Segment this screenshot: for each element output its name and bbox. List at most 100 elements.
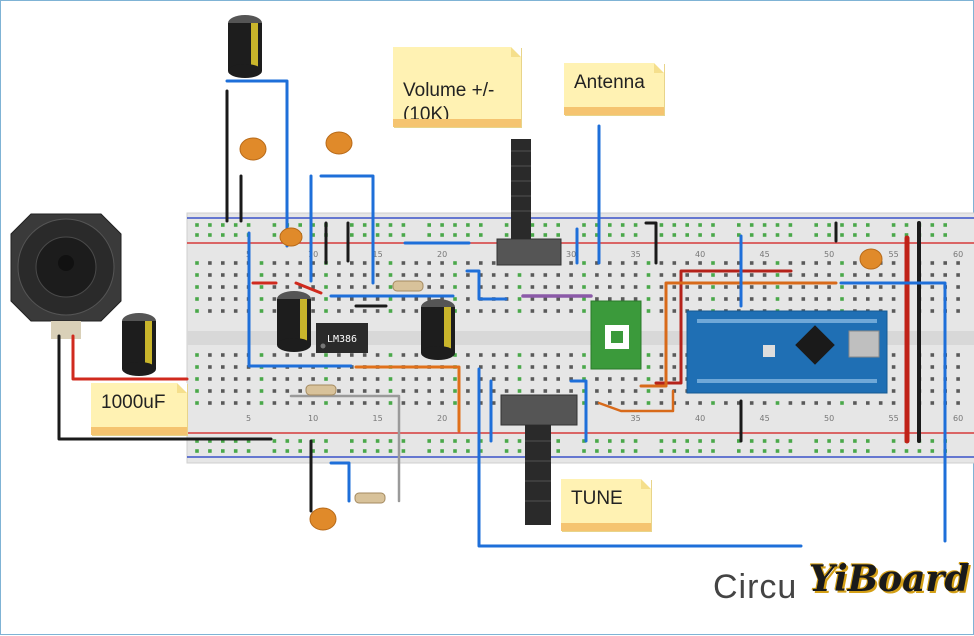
rail-hole xyxy=(208,223,212,227)
breadboard-hole xyxy=(466,401,470,405)
rail-hole xyxy=(866,449,870,453)
breadboard-hole xyxy=(479,377,483,381)
breadboard-hole xyxy=(595,401,599,405)
rail-hole xyxy=(672,233,677,237)
rail-hole xyxy=(827,233,831,237)
column-number: 35 xyxy=(631,414,641,423)
breadboard-hole xyxy=(840,261,844,265)
breadboard-hole xyxy=(762,297,767,301)
breadboard-hole xyxy=(866,401,870,405)
rail-hole xyxy=(904,233,909,237)
breadboard-hole xyxy=(530,389,535,393)
rail-hole xyxy=(362,233,367,237)
rail-hole xyxy=(853,449,857,453)
breadboard-hole xyxy=(401,353,406,357)
rail-hole xyxy=(272,233,277,237)
breadboard-hole xyxy=(311,377,315,381)
breadboard-hole xyxy=(414,401,419,405)
ceramic-capacitors xyxy=(239,131,883,531)
rail-hole xyxy=(427,233,431,237)
rail-hole xyxy=(479,233,483,237)
breadboard-hole xyxy=(233,297,238,301)
breadboard-hole xyxy=(543,297,548,301)
rail-hole xyxy=(556,449,560,453)
breadboard-hole xyxy=(556,353,560,357)
breadboard-hole xyxy=(633,389,638,393)
breadboard-hole xyxy=(233,261,238,265)
rail-hole xyxy=(440,439,444,443)
rail-hole xyxy=(698,439,702,443)
resistors xyxy=(305,280,424,504)
breadboard-hole xyxy=(517,273,522,277)
breadboard-hole xyxy=(427,285,431,289)
breadboard-hole xyxy=(569,389,573,393)
breadboard-hole xyxy=(530,285,535,289)
breadboard-hole xyxy=(595,389,599,393)
rail-hole xyxy=(582,449,586,453)
breadboard-hole xyxy=(246,389,251,393)
breadboard-hole xyxy=(956,297,960,301)
breadboard-hole xyxy=(208,273,212,277)
breadboard-hole xyxy=(659,309,664,313)
breadboard-hole xyxy=(221,297,225,301)
breadboard-hole xyxy=(440,285,444,289)
breadboard-hole xyxy=(362,273,367,277)
breadboard-hole xyxy=(350,261,354,265)
rail-hole xyxy=(543,233,548,237)
breadboard-hole xyxy=(569,309,573,313)
breadboard-hole xyxy=(608,377,612,381)
breadboard-hole xyxy=(569,285,573,289)
column-number: 20 xyxy=(437,414,447,423)
breadboard-hole xyxy=(762,273,767,277)
breadboard-hole xyxy=(285,353,290,357)
rail-hole xyxy=(930,233,935,237)
breadboard-hole xyxy=(401,273,406,277)
breadboard-hole xyxy=(659,389,664,393)
breadboard-hole xyxy=(298,401,302,405)
breadboard-hole xyxy=(479,365,483,369)
breadboard-hole xyxy=(711,261,715,265)
rail-hole xyxy=(556,233,560,237)
rail-hole xyxy=(453,449,457,453)
breadboard-holes xyxy=(195,223,960,453)
breadboard-hole xyxy=(259,309,264,313)
breadboard-hole xyxy=(672,377,677,381)
rail-hole xyxy=(840,223,844,227)
breadboard-hole xyxy=(672,273,677,277)
rail-hole xyxy=(904,449,909,453)
rail-hole xyxy=(672,449,677,453)
breadboard-hole xyxy=(324,401,328,405)
volume-potentiometer xyxy=(496,139,562,266)
breadboard-hole xyxy=(659,285,664,289)
electrolytic-capacitor-mid xyxy=(277,291,311,352)
breadboard-hole xyxy=(440,377,444,381)
breadboard-hole xyxy=(259,401,264,405)
rail-hole xyxy=(208,449,212,453)
breadboard-hole xyxy=(504,353,509,357)
rail-hole xyxy=(711,449,715,453)
breadboard-hole xyxy=(530,353,535,357)
breadboard-hole xyxy=(195,389,199,393)
breadboard-hole xyxy=(956,285,960,289)
breadboard-hole xyxy=(388,261,393,265)
rail-hole xyxy=(375,439,380,443)
breadboard-hole xyxy=(401,309,406,313)
breadboard-hole xyxy=(195,273,199,277)
breadboard-hole xyxy=(956,377,960,381)
breadboard-hole xyxy=(827,401,831,405)
column-number: 15 xyxy=(373,414,383,423)
rail-hole xyxy=(517,439,522,443)
breadboard-hole xyxy=(311,309,315,313)
rail-hole xyxy=(311,439,315,443)
breadboard-hole xyxy=(414,309,419,313)
breadboard-hole xyxy=(749,261,754,265)
breadboard-hole xyxy=(466,297,470,301)
rail-hole xyxy=(298,439,302,443)
breadboard-hole xyxy=(401,261,406,265)
rail-hole xyxy=(466,233,470,237)
breadboard-hole xyxy=(491,365,496,369)
breadboard-hole xyxy=(195,353,199,357)
breadboard-hole xyxy=(878,297,883,301)
rail-hole xyxy=(698,223,702,227)
rail-hole xyxy=(943,233,947,237)
